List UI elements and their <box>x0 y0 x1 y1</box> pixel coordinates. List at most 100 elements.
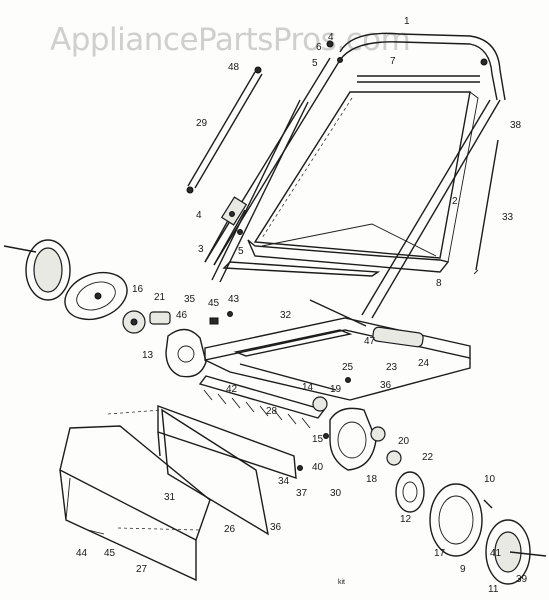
fastener-4-lower <box>229 211 235 217</box>
dust-pan <box>59 425 211 582</box>
left-wheel <box>64 271 128 321</box>
left-handle-tube <box>213 59 341 266</box>
part-label: 32 <box>280 310 292 321</box>
part-label: 36 <box>270 522 282 533</box>
part-label: 36 <box>380 380 392 391</box>
part-label: 6 <box>316 42 322 53</box>
bearing-20 <box>370 426 386 442</box>
part-label: 18 <box>366 474 378 485</box>
hopper-bag <box>247 91 479 273</box>
left-wheel-assembly <box>3 239 171 334</box>
pinion-21 <box>149 311 171 325</box>
part-label: 9 <box>460 564 466 575</box>
part-label: 47 <box>364 336 376 347</box>
part-label: 31 <box>164 492 176 503</box>
part-label: 11 <box>488 584 499 595</box>
gear-12-center <box>402 481 418 503</box>
handle-assembly <box>204 32 506 319</box>
part-number-labels: 1 2 3 4 4 5 5 6 7 8 9 10 11 12 13 14 15 … <box>76 16 528 595</box>
part-label: 21 <box>154 292 166 303</box>
part-label: 5 <box>238 246 244 257</box>
support-rod-29 <box>186 66 263 194</box>
roller-23-24 <box>372 326 424 348</box>
bearing-22 <box>386 450 402 466</box>
left-tire <box>25 239 71 301</box>
part-label: 33 <box>502 212 514 223</box>
side-plate-30 <box>329 407 377 471</box>
left-side-plate <box>165 317 219 378</box>
gear-16-center <box>130 318 138 326</box>
part-label: 29 <box>196 118 208 129</box>
part-label: 42 <box>226 384 238 395</box>
part-label: 35 <box>184 294 196 305</box>
part-label: 46 <box>176 310 188 321</box>
part-label: 10 <box>484 474 496 485</box>
part-label: 24 <box>418 358 430 369</box>
part-label: 7 <box>390 56 396 67</box>
frame-crossmember <box>233 329 353 357</box>
rod-29-cap-bottom <box>186 186 194 194</box>
brush-bristles <box>203 389 311 429</box>
part-label: 26 <box>224 524 236 535</box>
part-label: 48 <box>228 62 240 73</box>
cross-rod-8 <box>222 261 381 277</box>
fastener-43 <box>227 311 233 317</box>
part-label: 39 <box>516 574 528 585</box>
part-label: 13 <box>142 350 154 361</box>
pan-fastener-44 <box>87 529 105 535</box>
handle-top-bar <box>339 32 506 101</box>
footer-code: kit <box>338 579 345 586</box>
part-label: 44 <box>76 548 88 559</box>
left-wheel-center <box>94 292 102 300</box>
fastener-right-handle <box>480 58 488 66</box>
fastener-4-top <box>326 40 334 48</box>
part-label: 23 <box>386 362 398 373</box>
part-label: 2 <box>452 196 458 207</box>
part-label: 41 <box>490 548 502 559</box>
washer-10 <box>483 499 493 509</box>
part-label: 22 <box>422 452 434 463</box>
pan-edge <box>59 427 71 521</box>
side-rod-left <box>211 99 301 281</box>
bracket-link <box>309 299 367 327</box>
handle-clamp <box>220 196 248 226</box>
part-label: 37 <box>296 488 308 499</box>
rod-29-cap-top <box>254 66 262 74</box>
part-label: 4 <box>328 32 334 43</box>
rod-29 <box>187 71 256 187</box>
part-label: 25 <box>342 362 354 373</box>
fastener-15 <box>323 433 329 439</box>
frame-front-rail <box>204 359 351 401</box>
watermark-text: AppliancePartsPros.com <box>50 22 410 58</box>
fastener-5-lower <box>237 229 243 235</box>
pan-27-front <box>59 469 197 582</box>
rod-29-edge <box>194 73 263 189</box>
right-tire-11 <box>485 519 531 585</box>
hopper-right-edge <box>447 91 479 263</box>
hopper-tray <box>247 239 450 273</box>
brush-shaft-14 <box>239 363 337 391</box>
part-label: 4 <box>196 210 202 221</box>
rod-33-tip <box>473 269 479 275</box>
right-handle-tube-edge <box>361 99 491 316</box>
right-wheel-17 <box>429 483 483 557</box>
right-tire-11-hub <box>494 531 522 573</box>
deflector-26 <box>161 408 269 536</box>
side-plate-13 <box>165 328 207 378</box>
part-label: 28 <box>266 406 278 417</box>
part-label: 3 <box>198 244 204 255</box>
left-tire-hub <box>33 247 63 293</box>
hopper-left-edge <box>254 91 351 243</box>
part-label: 30 <box>330 488 342 499</box>
right-side-plate <box>329 407 402 471</box>
part-label: 17 <box>434 548 446 559</box>
deflector-guides <box>107 409 201 531</box>
part-label: 12 <box>400 514 412 525</box>
handle-top-bar-inner <box>339 41 498 101</box>
right-axle-bolt-39 <box>509 551 547 557</box>
part-label: 43 <box>228 294 240 305</box>
rod-33 <box>475 139 499 271</box>
front-shield-lip <box>157 431 161 457</box>
